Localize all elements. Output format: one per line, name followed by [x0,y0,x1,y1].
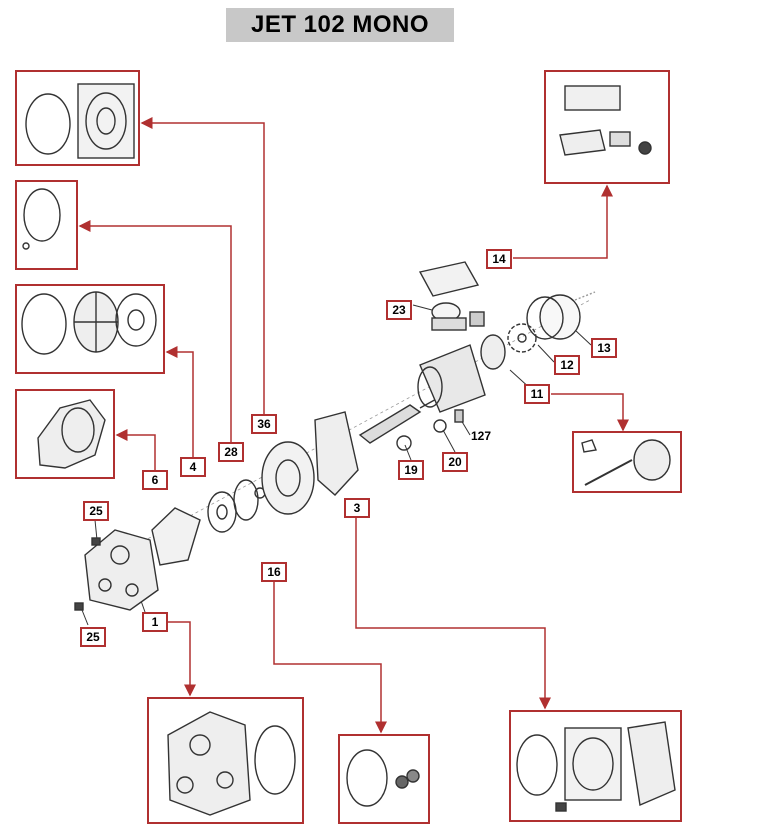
detail-11-tie-rod [584,459,633,486]
part-label-25-bottom: 25 [80,627,106,647]
leader-16 [273,580,387,734]
diagram-title: JET 102 MONO [226,8,454,42]
detail-11-washer [581,439,597,453]
detail-14-box-cover [564,85,621,111]
connector-20 [442,429,456,453]
detail-box-6 [15,389,115,479]
motor-housing-part [419,344,486,413]
fan-part [507,323,537,353]
detail-box-11 [572,431,682,493]
part-label-6: 6 [142,470,168,490]
detail-box-1 [147,697,304,824]
leader-6 [115,429,156,470]
detail-16-seal-b [406,769,420,783]
diffuser-part [151,507,201,566]
part-label-14: 14 [486,249,512,269]
spring-washer-part [454,409,464,423]
part-label-12: 12 [554,355,580,375]
connector-12 [537,344,555,363]
detail-box-3 [509,710,682,822]
leader-1 [168,621,196,697]
detail-box-4 [15,284,165,374]
part-label-127: 127 [470,429,492,443]
leader-36 [140,117,265,430]
part-label-11: 11 [524,384,550,404]
part-label-1: 1 [142,612,168,632]
detail-16-seal-a [395,775,409,789]
connector-19 [404,444,412,461]
part-label-25-top: 25 [83,501,109,521]
part-label-23: 23 [386,300,412,320]
detail-3-cover-plate [564,727,622,801]
part-label-19: 19 [398,460,424,480]
detail-36-cover-plate [77,83,135,159]
leader-11 [551,393,629,432]
detail-4-impeller [115,293,157,347]
detail-14-terminal-block [559,129,606,156]
fan-cover-part [539,294,581,340]
part-label-3: 3 [344,498,370,518]
detail-box-28 [15,180,78,270]
pump-cover-part [261,441,315,515]
detail-box-36 [15,70,140,166]
part-label-28: 28 [218,442,244,462]
rotor-shaft-part [358,404,422,444]
detail-3-o-ring [516,734,558,796]
leader-14 [513,184,613,259]
motor-bracket-part [314,411,359,496]
part-label-36: 36 [251,414,277,434]
plug-part-bottom [74,602,84,611]
o-ring-part [233,479,259,521]
detail-box-14 [544,70,670,184]
part-label-20: 20 [442,452,468,472]
bearing-19-part [396,435,412,451]
detail-11-rear-shield [633,439,671,481]
part-label-16: 16 [261,562,287,582]
pump-body-part [84,529,159,611]
detail-3-motor-bracket [627,721,676,806]
detail-6-diffuser [37,399,106,469]
detail-28-small-ring [22,242,30,250]
detail-28-o-ring [23,188,61,242]
leader-3 [355,516,551,710]
terminal-box-part [418,261,480,297]
connector-13 [574,329,592,346]
rear-shield-part [480,334,506,370]
detail-14-cable-gland [638,141,652,155]
leader-28 [78,220,232,442]
leader-4 [165,346,194,458]
detail-box-16 [338,734,430,824]
plug-part-top [91,537,101,546]
detail-14-clamp [609,131,631,147]
main-assembly [74,261,596,611]
detail-1-pump-body [167,711,251,816]
detail-3-screw [555,802,567,812]
impeller-part [207,491,237,533]
detail-4-o-ring [21,293,67,355]
detail-16-o-ring [346,749,388,807]
connector-23 [412,304,433,311]
detail-1-o-ring [254,725,296,795]
part-label-13: 13 [591,338,617,358]
part-label-4: 4 [180,457,206,477]
connector-25-bottom [81,609,89,626]
connector-25-top [94,519,98,541]
detail-36-o-ring [25,93,71,155]
bearing-20-part [433,419,447,433]
